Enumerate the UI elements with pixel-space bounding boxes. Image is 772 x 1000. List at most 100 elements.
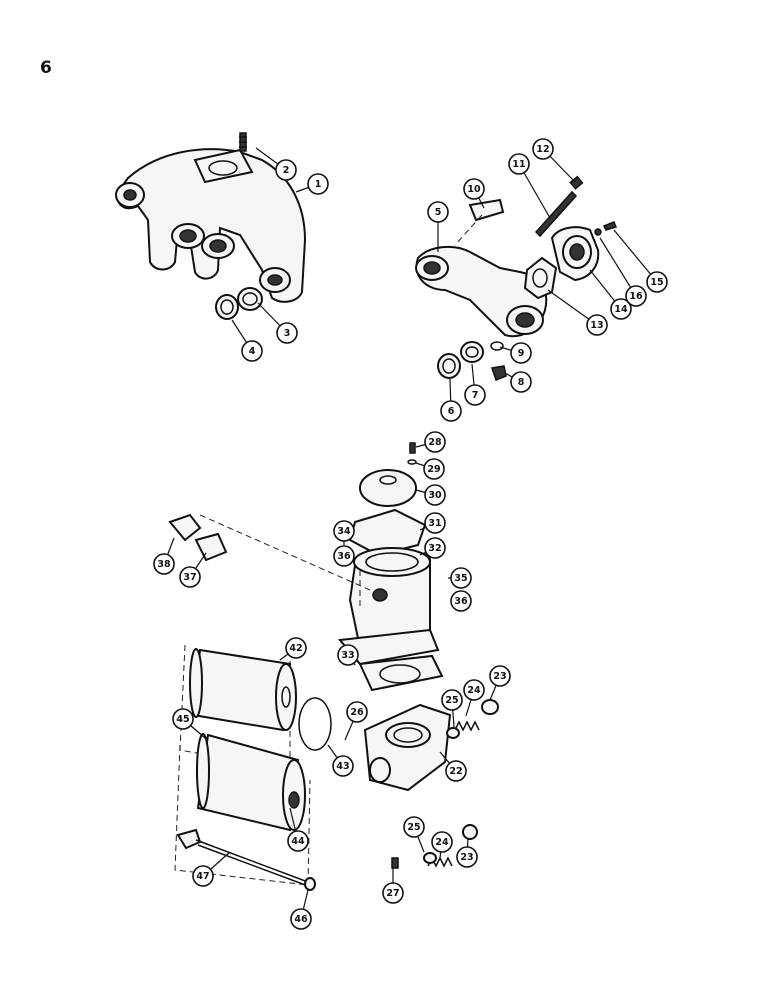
callout-circle	[287, 830, 309, 852]
callout-number: 30	[428, 490, 442, 501]
callout-circle	[431, 831, 453, 853]
callout-circle	[424, 484, 446, 506]
callout-number: 26	[350, 707, 364, 718]
callout-circle	[424, 512, 446, 534]
callout-circle	[192, 865, 214, 887]
callout-number: 12	[536, 144, 549, 155]
callout-circle	[241, 340, 263, 362]
valve-springs-part	[391, 699, 499, 869]
callout-number: 13	[590, 320, 603, 331]
callout-33: 33	[337, 644, 359, 666]
callout-number: 6	[448, 406, 455, 417]
callout-28: 28	[415, 431, 446, 453]
callout-number: 35	[454, 573, 467, 584]
page-number: 6	[40, 58, 52, 78]
callout-number: 8	[518, 377, 525, 388]
callout-24: 24	[463, 679, 485, 717]
callout-circle	[346, 701, 368, 723]
callout-number: 1	[315, 179, 322, 190]
callout-number: 16	[629, 291, 643, 302]
callout-number: 24	[435, 837, 449, 848]
callout-number: 24	[467, 685, 481, 696]
callout-7: 7	[464, 363, 486, 406]
callout-circle	[307, 173, 329, 195]
callout-2: 2	[255, 147, 297, 181]
callout-32: 32	[419, 537, 446, 559]
callout-circle	[290, 908, 312, 930]
callout-3: 3	[257, 302, 298, 344]
callout-circle	[424, 431, 446, 453]
callout-number: 32	[428, 543, 441, 554]
callout-circle	[445, 760, 467, 782]
callout-circle	[337, 644, 359, 666]
callout-circle	[423, 458, 445, 480]
callout-circle	[424, 537, 446, 559]
callout-circle	[440, 400, 462, 422]
callout-circle	[510, 371, 532, 393]
callout-1: 1	[295, 173, 329, 195]
callout-10: 10	[463, 178, 485, 209]
callout-number: 2	[283, 165, 290, 176]
callout-29: 29	[415, 458, 445, 480]
callout-5: 5	[427, 201, 449, 252]
callout-34: 34	[333, 520, 355, 545]
exhaust-elbow-part	[415, 198, 548, 338]
callout-circle	[510, 342, 532, 364]
filter-head-part	[358, 654, 452, 792]
callout-number: 3	[284, 328, 291, 339]
callout-number: 25	[445, 695, 458, 706]
callout-36: 36	[450, 590, 472, 612]
callout-38: 38	[153, 537, 175, 575]
callout-number: 44	[291, 836, 305, 847]
callout-number: 29	[427, 464, 440, 475]
callout-circle	[333, 520, 355, 542]
callout-circle	[532, 138, 554, 160]
callout-circle	[332, 755, 354, 777]
callout-circle	[382, 882, 404, 904]
callout-number: 47	[196, 871, 209, 882]
callout-leader-line	[599, 237, 637, 297]
callout-9: 9	[499, 342, 532, 364]
callout-number: 27	[386, 888, 399, 899]
callout-number: 42	[289, 643, 302, 654]
callout-31: 31	[419, 512, 446, 534]
callout-14: 14	[589, 269, 632, 320]
callout-22: 22	[439, 751, 467, 782]
callout-circle	[172, 708, 194, 730]
callout-number: 4	[249, 346, 256, 357]
callout-13: 13	[547, 289, 608, 336]
callout-circle	[179, 566, 201, 588]
callout-number: 34	[337, 526, 351, 537]
callout-25: 25	[403, 816, 425, 853]
callout-44: 44	[287, 807, 309, 852]
callout-47: 47	[192, 851, 231, 887]
callout-number: 25	[407, 822, 420, 833]
callout-circle	[153, 553, 175, 575]
callout-number: 37	[183, 572, 196, 583]
callout-leader-line	[613, 229, 658, 283]
callout-8: 8	[504, 371, 532, 393]
callout-11: 11	[508, 153, 551, 219]
callout-16: 16	[599, 237, 647, 307]
callout-circle	[275, 159, 297, 181]
callout-number: 5	[435, 207, 442, 218]
manifold-rings-part	[215, 287, 263, 320]
callout-25: 25	[441, 689, 463, 728]
callout-circle	[464, 384, 486, 406]
manifold-stud-part	[239, 132, 247, 152]
callout-circle	[463, 178, 485, 200]
callout-circle	[646, 271, 668, 293]
callout-4: 4	[231, 319, 263, 362]
callout-number: 36	[337, 551, 351, 562]
callout-circle	[285, 637, 307, 659]
callout-37: 37	[179, 552, 207, 588]
callout-number: 14	[614, 304, 628, 315]
callout-number: 23	[493, 671, 506, 682]
callout-number: 36	[454, 596, 468, 607]
callout-circle	[463, 679, 485, 701]
callout-46: 46	[290, 889, 312, 930]
callout-circle	[586, 314, 608, 336]
callout-circle	[427, 201, 449, 223]
exhaust-manifold-part	[115, 148, 307, 303]
